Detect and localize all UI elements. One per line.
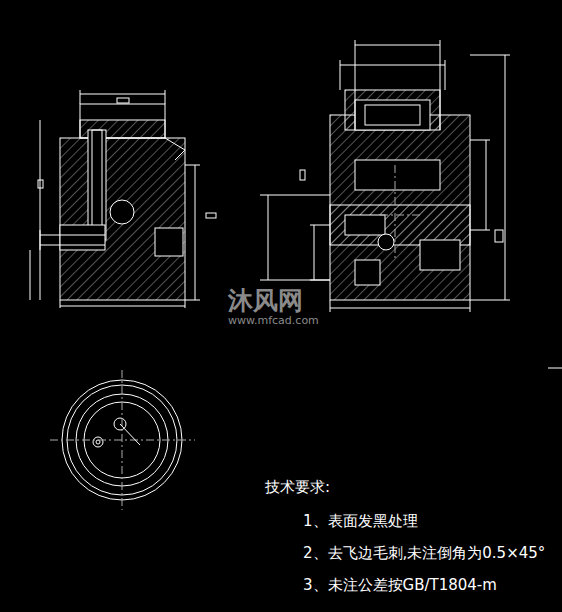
watermark-url: www.mfcad.com [228, 314, 319, 327]
technical-note: 1、表面发黑处理 [303, 512, 418, 531]
notes-heading: 技术要求: [265, 478, 330, 497]
watermark: 沐风网 [228, 284, 303, 317]
technical-note: 3、未注公差按GB/T1804-m [303, 576, 497, 595]
technical-note: 2、去飞边毛刺,未注倒角为0.5×45° [303, 544, 545, 563]
